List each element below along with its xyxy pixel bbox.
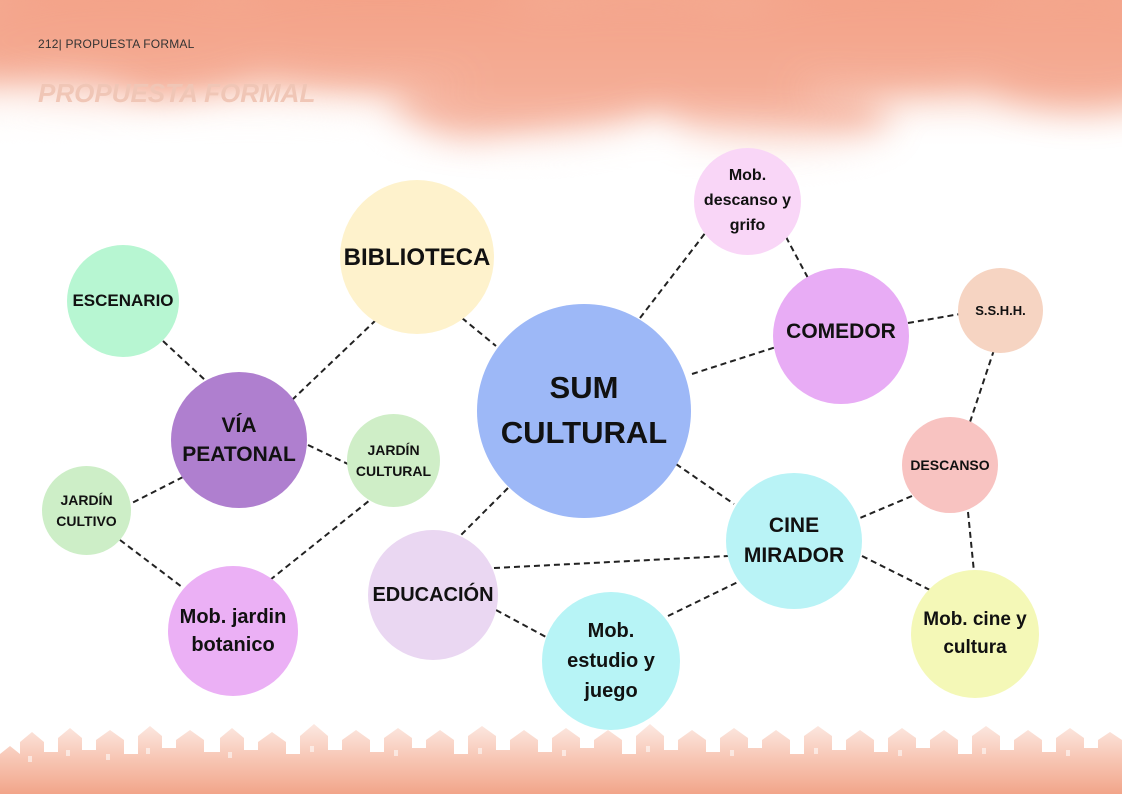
node-sum-cultural-label: SUM CULTURAL bbox=[485, 366, 683, 456]
node-jardin-cultural-label: JARDÍN CULTURAL bbox=[347, 440, 440, 481]
edge-biblioteca-sum-cultural bbox=[462, 318, 496, 346]
edge-mob-descanso-grifo-comedor bbox=[786, 237, 808, 278]
node-biblioteca-label: BIBLIOTECA bbox=[340, 244, 495, 273]
edge-via-peatonal-biblioteca bbox=[292, 320, 376, 400]
node-comedor-label: COMEDOR bbox=[782, 319, 900, 344]
node-descanso: DESCANSO bbox=[902, 417, 998, 513]
edge-sum-cultural-cine-mirador bbox=[676, 464, 734, 504]
node-escenario: ESCENARIO bbox=[67, 245, 179, 357]
node-mob-descanso-grifo-label: Mob. descanso y grifo bbox=[694, 164, 801, 238]
node-mob-estudio-juego: Mob. estudio y juego bbox=[542, 592, 680, 730]
node-sshh: S.S.H.H. bbox=[958, 268, 1043, 353]
node-cine-mirador: CINE MIRADOR bbox=[726, 473, 862, 609]
node-mob-estudio-juego-label: Mob. estudio y juego bbox=[549, 616, 673, 706]
node-educacion-label: EDUCACIÓN bbox=[368, 583, 497, 607]
node-mob-jardin-botanico: Mob. jardin botanico bbox=[168, 566, 298, 696]
node-sum-cultural: SUM CULTURAL bbox=[477, 304, 691, 518]
edge-sum-cultural-comedor bbox=[692, 347, 776, 374]
edge-jardin-cultivo-mob-jardin-botanico bbox=[120, 540, 182, 587]
node-cine-mirador-label: CINE MIRADOR bbox=[730, 511, 858, 572]
node-jardin-cultivo-label: JARDÍN CULTIVO bbox=[43, 490, 131, 531]
edge-descanso-cine-mirador bbox=[860, 496, 912, 518]
node-via-peatonal-label: VÍA PEATONAL bbox=[175, 411, 303, 470]
node-mob-descanso-grifo: Mob. descanso y grifo bbox=[694, 148, 801, 255]
edge-educacion-mob-estudio-juego bbox=[496, 610, 546, 637]
edge-descanso-mob-cine-cultura bbox=[968, 512, 974, 572]
node-mob-cine-cultura: Mob. cine y cultura bbox=[911, 570, 1039, 698]
edge-sshh-descanso bbox=[970, 350, 994, 422]
node-sshh-label: S.S.H.H. bbox=[971, 303, 1030, 319]
edge-via-peatonal-jardin-cultivo bbox=[130, 477, 183, 504]
node-mob-cine-cultura-label: Mob. cine y cultura bbox=[911, 606, 1039, 661]
edge-escenario-via-peatonal bbox=[163, 341, 205, 380]
edge-educacion-cine-mirador bbox=[494, 556, 728, 568]
node-via-peatonal: VÍA PEATONAL bbox=[171, 372, 307, 508]
node-jardin-cultural: JARDÍN CULTURAL bbox=[347, 414, 440, 507]
edge-mob-jardin-botanico-jardin-cultural bbox=[270, 500, 370, 580]
edge-cine-mirador-mob-cine-cultura bbox=[862, 556, 930, 590]
node-escenario-label: ESCENARIO bbox=[68, 291, 177, 311]
edge-sum-cultural-educacion bbox=[458, 488, 508, 538]
edge-comedor-sshh bbox=[908, 314, 960, 323]
node-biblioteca: BIBLIOTECA bbox=[340, 180, 494, 334]
node-educacion: EDUCACIÓN bbox=[368, 530, 498, 660]
edge-via-peatonal-jardin-cultural bbox=[308, 445, 350, 465]
edge-sum-cultural-mob-descanso-grifo bbox=[640, 232, 706, 318]
node-descanso-label: DESCANSO bbox=[906, 457, 993, 474]
node-mob-jardin-botanico-label: Mob. jardin botanico bbox=[168, 603, 298, 659]
node-comedor: COMEDOR bbox=[773, 268, 909, 404]
edge-mob-estudio-juego-cine-mirador bbox=[668, 580, 742, 616]
node-jardin-cultivo: JARDÍN CULTIVO bbox=[42, 466, 131, 555]
